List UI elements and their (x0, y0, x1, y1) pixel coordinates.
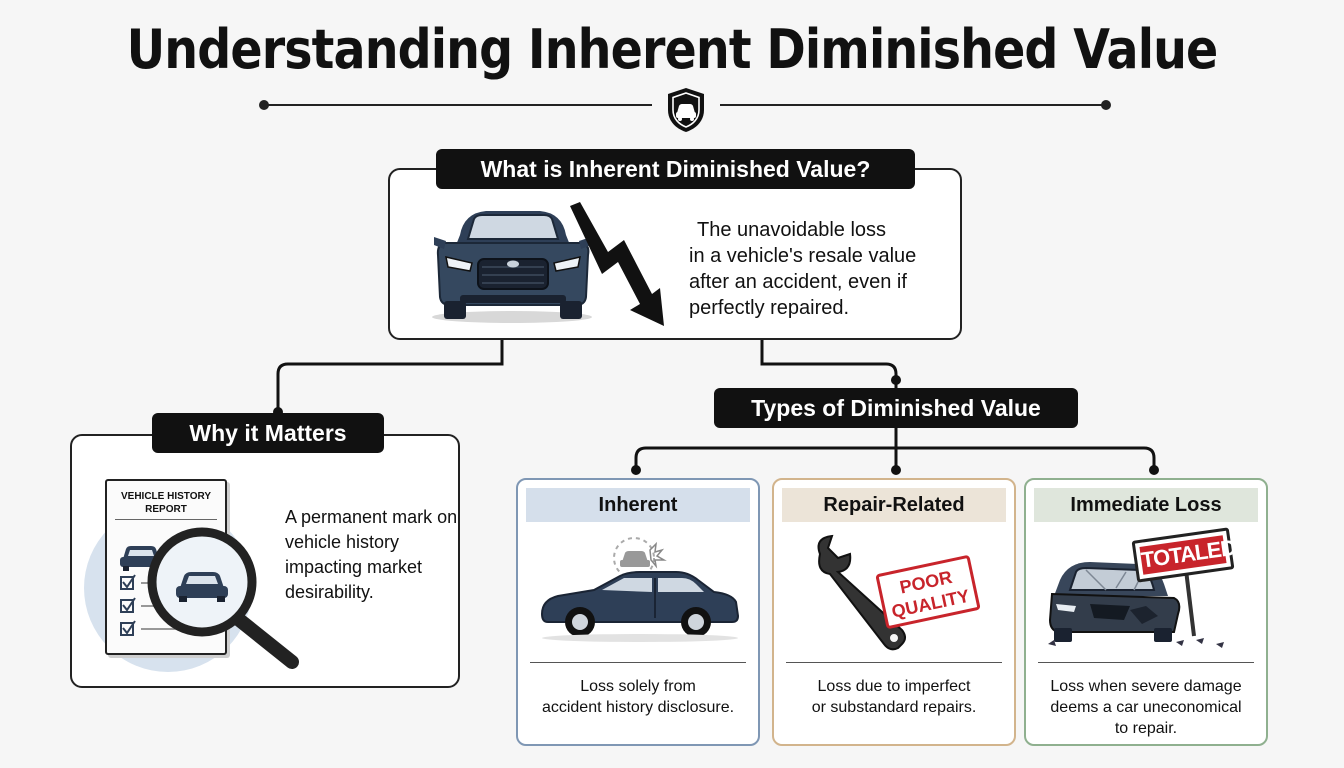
why-text: A permanent mark on vehicle history impa… (285, 505, 460, 605)
type-card-repair-related: Repair-Related POOR QUALITY Loss due to … (772, 478, 1016, 746)
card-line: Loss due to imperfect (817, 678, 971, 695)
card-line: Loss when severe damage (1050, 678, 1242, 695)
page-title: Understanding Inherent Diminished Value (126, 18, 1219, 81)
why-line: A permanent mark on (285, 507, 458, 527)
card-text: Loss due to imperfect or substandard rep… (782, 676, 1006, 718)
card-divider (530, 662, 746, 663)
card-line: accident history disclosure. (541, 699, 735, 716)
card-line: deems a car uneconomical (1050, 699, 1242, 716)
checkbox-icon (120, 622, 134, 636)
sign-text: TOTALED (1139, 534, 1238, 575)
card-line: or substandard repairs. (811, 699, 977, 716)
why-line: desirability. (285, 582, 374, 602)
why-line: vehicle history (285, 532, 400, 552)
definition-heading: What is Inherent Diminished Value? (436, 149, 915, 189)
downward-zigzag-arrow-icon (566, 202, 670, 330)
car-shield-icon (664, 86, 708, 134)
why-line: impacting market (285, 557, 423, 577)
types-heading: Types of Diminished Value (714, 388, 1078, 428)
card-title: Inherent (526, 488, 750, 522)
divider-line-right (720, 104, 1106, 106)
car-side-icon (536, 536, 746, 648)
checkbox-icon (120, 576, 134, 590)
card-title: Immediate Loss (1034, 488, 1258, 522)
card-divider (786, 662, 1002, 663)
card-line: Loss solely from (580, 678, 696, 695)
definition-line: after an accident, even if (689, 271, 907, 293)
definition-text: The unavoidable loss in a vehicle's resa… (689, 217, 954, 321)
divider-line-left (264, 104, 652, 106)
why-heading: Why it Matters (152, 413, 384, 453)
magnifying-glass-icon (146, 526, 306, 670)
definition-line: The unavoidable loss (697, 219, 887, 241)
report-title: VEHICLE HISTORY (120, 491, 211, 502)
definition-line: perfectly repaired. (689, 297, 850, 319)
card-text: Loss when severe damage deems a car unec… (1034, 676, 1258, 739)
type-card-immediate-loss: Immediate Loss TOTALED Loss when severe … (1024, 478, 1268, 746)
car-front-icon (430, 205, 595, 323)
definition-line: in a vehicle's resale value (689, 245, 917, 267)
wrench-icon (810, 534, 930, 654)
divider-dot-right (1101, 100, 1111, 110)
card-divider (1038, 662, 1254, 663)
checkbox-icon (120, 599, 134, 613)
card-text: Loss solely from accident history disclo… (526, 676, 750, 718)
report-subtitle: REPORT (145, 504, 187, 515)
card-line: to repair. (1114, 720, 1178, 737)
card-title: Repair-Related (782, 488, 1006, 522)
type-card-inherent: Inherent Loss solely from accident histo… (516, 478, 760, 746)
